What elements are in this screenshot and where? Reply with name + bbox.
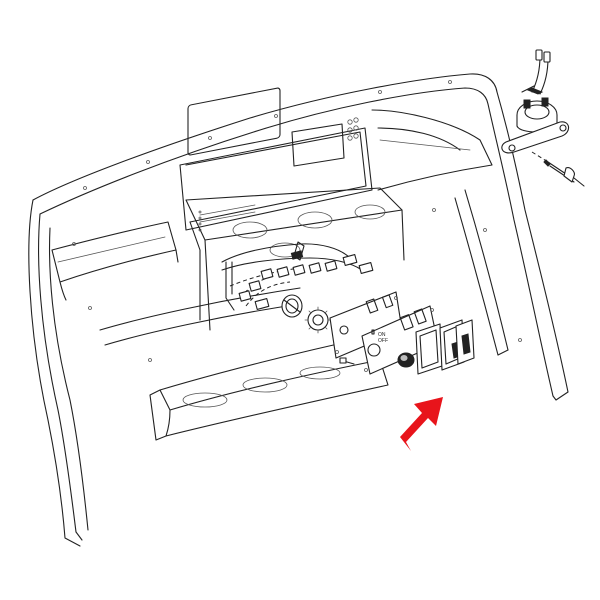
wire-terminal: [535, 49, 543, 61]
rivet-dots: [72, 80, 522, 362]
indicator-lights: [347, 117, 359, 141]
ignition-parts: [281, 294, 355, 365]
red-arrow-icon: [400, 397, 443, 451]
dashboard-frame: [28, 73, 569, 547]
wiring-harness: [221, 241, 374, 311]
off-label: OFF: [378, 338, 388, 344]
mounting-bracket: [501, 121, 570, 154]
rocker-switches: [415, 319, 475, 375]
key-switch-assembly: [501, 49, 585, 187]
connector-row: [238, 254, 374, 310]
instrument-housing: [179, 87, 405, 331]
key-hole: [367, 343, 381, 357]
on-label: ON: [378, 332, 386, 338]
